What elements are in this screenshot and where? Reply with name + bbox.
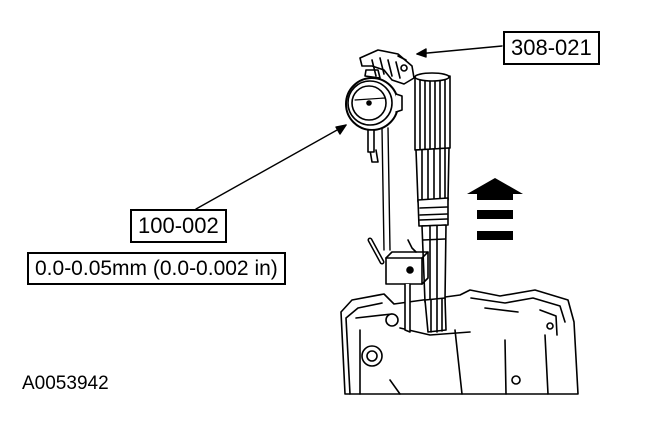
callout-spec: 0.0-0.05mm (0.0-0.002 in) [27, 252, 286, 285]
dial-indicator-stand [367, 127, 429, 333]
callout-308-021: 308-021 [503, 31, 600, 65]
leader-100-002 [195, 124, 347, 210]
splined-shaft [414, 72, 451, 333]
leader-lines [195, 45, 503, 210]
clamp-bracket [359, 49, 415, 85]
callout-100-002: 100-002 [130, 209, 227, 243]
up-arrow-icon [467, 178, 523, 240]
figure-id: A0053942 [22, 373, 109, 394]
dial-indicator [345, 69, 403, 163]
transmission-case [340, 289, 579, 395]
leader-308-021 [416, 45, 503, 55]
